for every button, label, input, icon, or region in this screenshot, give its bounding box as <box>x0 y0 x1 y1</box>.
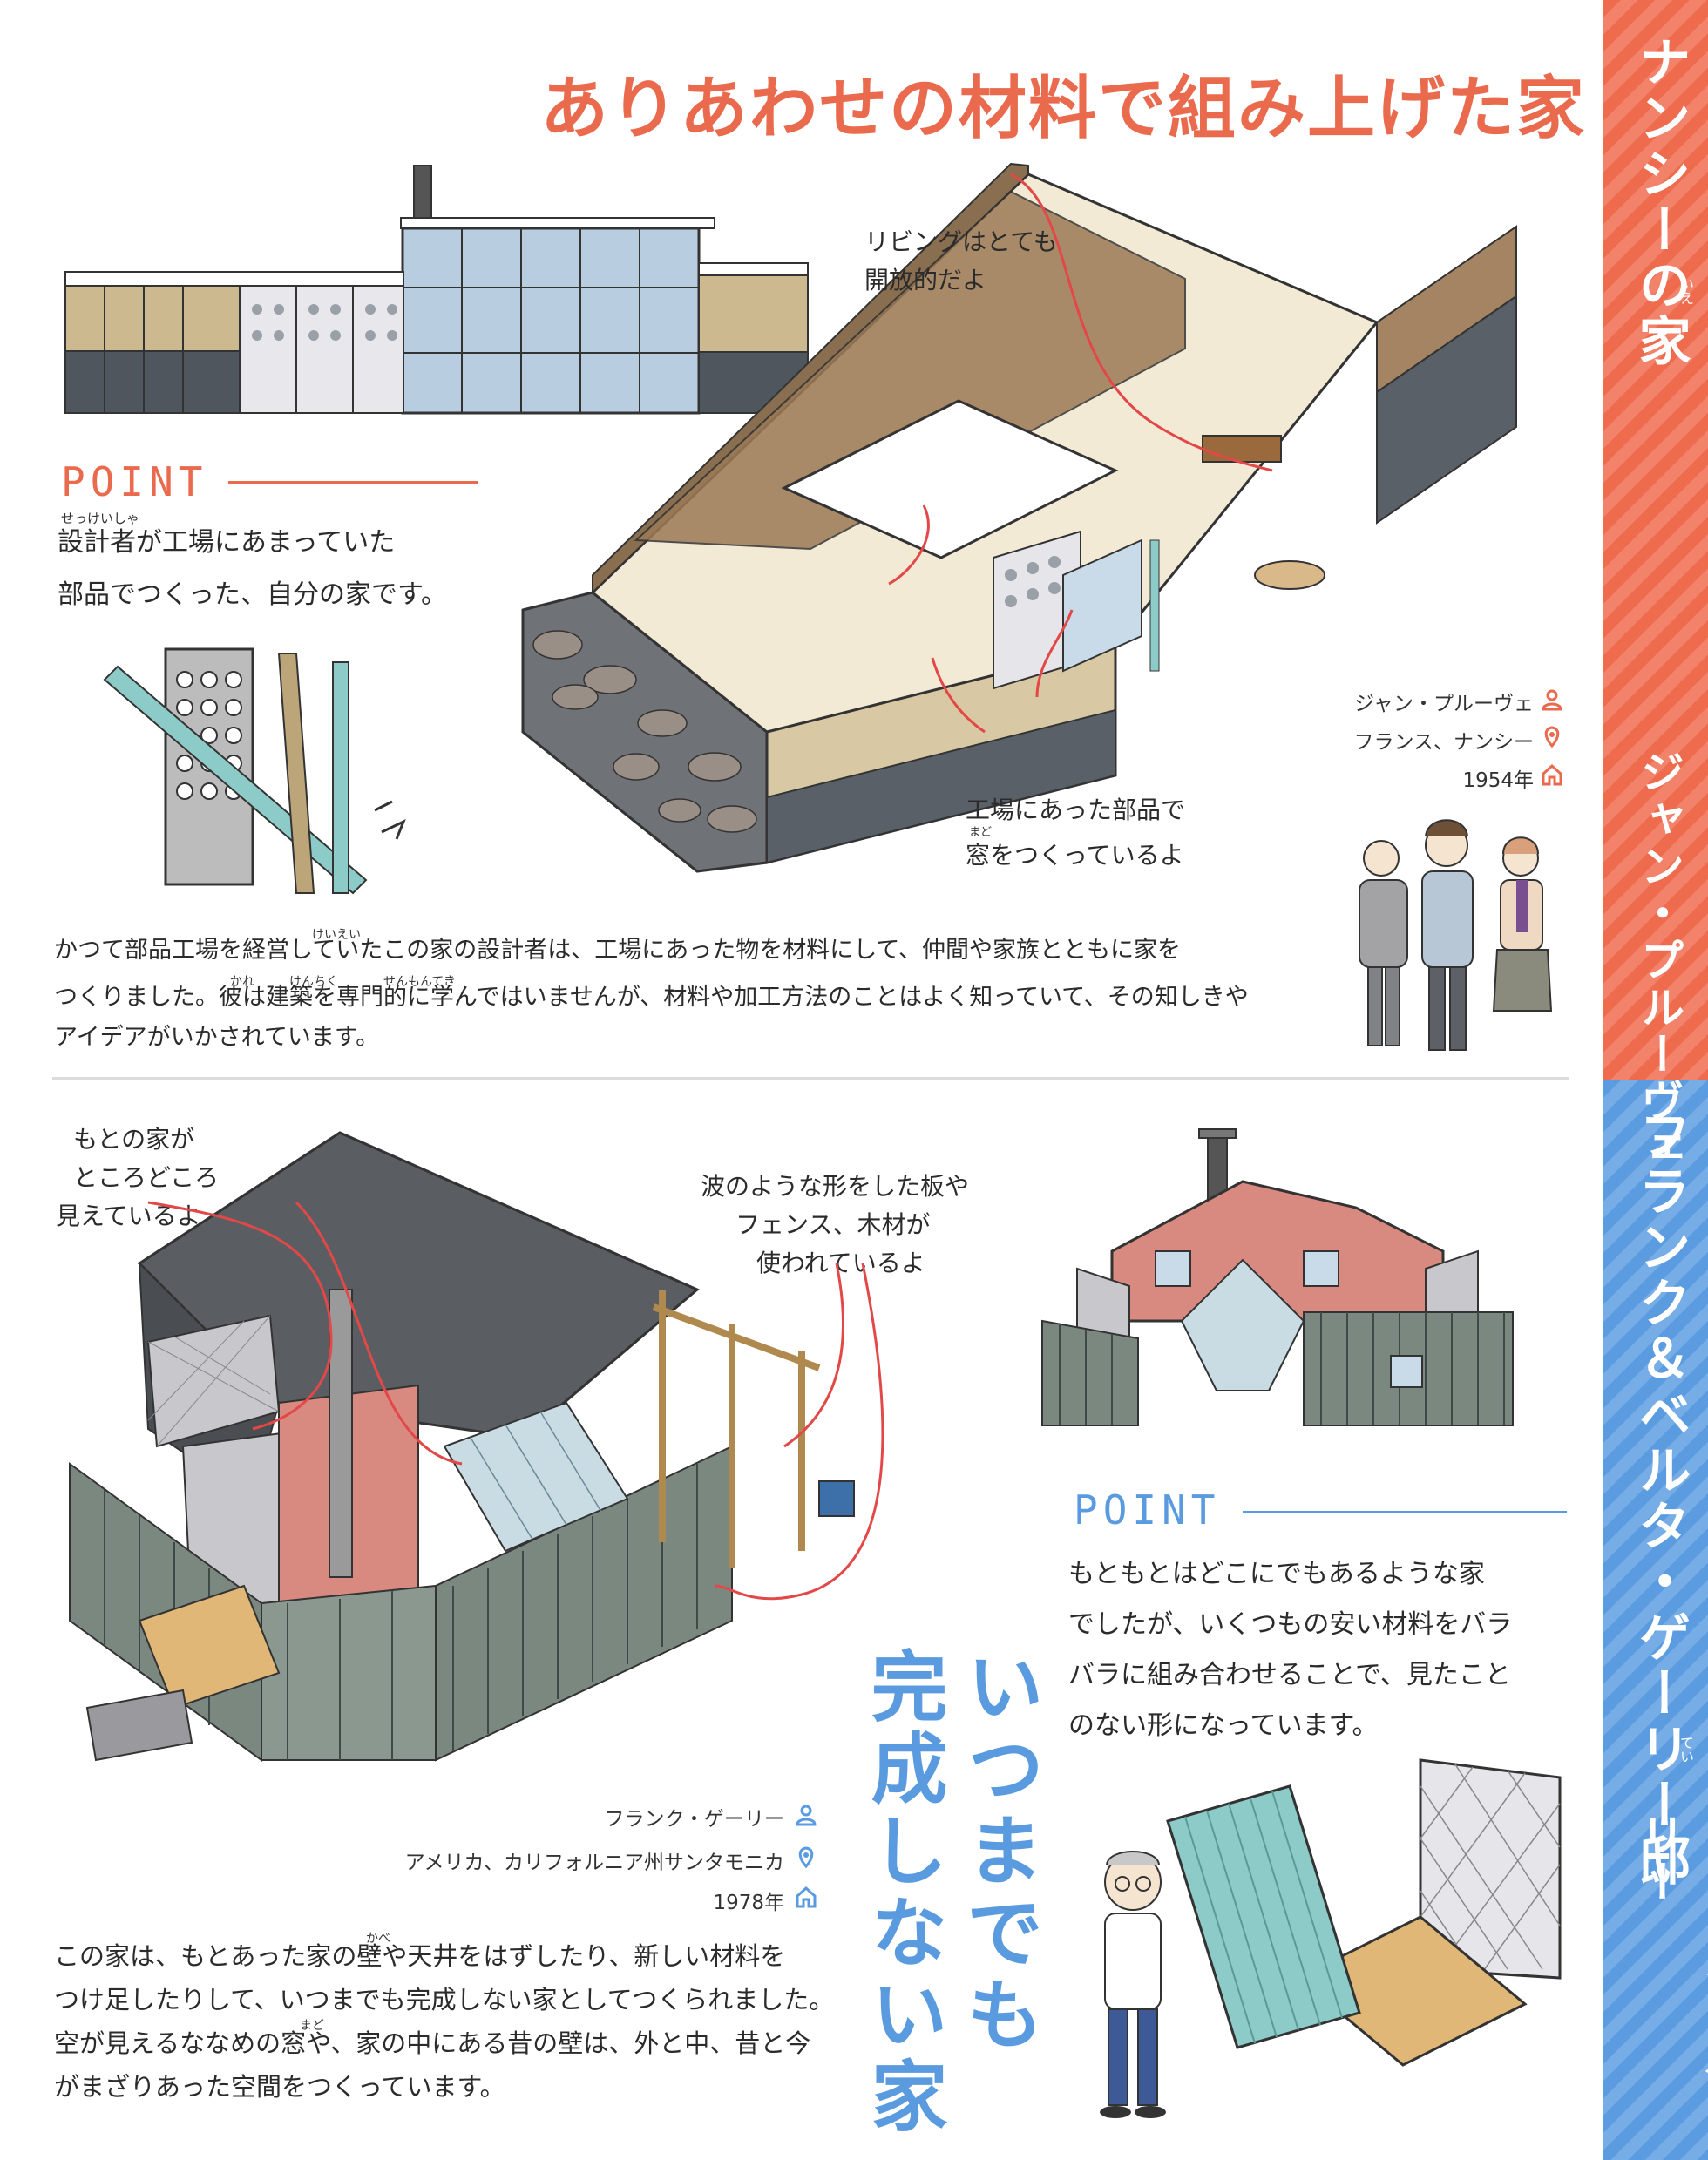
architect-prouve: ジャン・プルーヴェ <box>1354 693 1534 715</box>
section-divider <box>52 1077 1569 1080</box>
location-nancy: フランス、ナンシー <box>1353 731 1534 754</box>
point-text-2c: バラに組み合わせることで、見たこと <box>1068 1660 1511 1690</box>
house-icon <box>796 1886 817 1908</box>
gehry-materials-sketch <box>1166 1758 1562 2067</box>
location-pin-icon <box>1544 726 1560 748</box>
nancy-description-1: かつて部品工場を経営していたこの家の設計者は、工場にあった物を材料にして、仲間や… <box>54 937 1182 964</box>
callout-window-2: 窓をつくっているよ <box>966 841 1184 870</box>
point-text-2a: もともとはどこにでもあるような家 <box>1068 1559 1485 1589</box>
side-title-nancy: ナンシーの家 <box>1630 35 1691 369</box>
location-pin-icon <box>798 1846 814 1869</box>
nancy-description-3: アイデアがいかされています。 <box>54 1024 380 1051</box>
side-band-gehry <box>1603 1080 1708 2160</box>
catchphrase-col2: 完成しない家 <box>858 1647 948 2138</box>
point-text-2d: のない形になっています。 <box>1068 1710 1379 1741</box>
point-label-2: POINT <box>1074 1486 1221 1534</box>
side-ruby-gehry: てい <box>1678 1736 1694 1764</box>
point-text-1a: 設計者が工場にあまっていた <box>58 527 396 558</box>
architect-gehry: フランク・ゲーリー <box>604 1808 784 1831</box>
callout-window-1: 工場にあった部品で <box>966 796 1186 824</box>
desc2-ruby-mado: まど <box>300 2019 324 2033</box>
point-ruby-1: せっけいしゃ <box>61 511 140 526</box>
callout-wave-1: 波のような形をした板や <box>701 1172 970 1201</box>
page-title: ありあわせの材料で組み上げた家 <box>539 70 1586 148</box>
callout-living-2: 開放的だよ <box>864 266 987 295</box>
side-name-gehry: フランク・ゲーリー <box>1634 1812 1708 2142</box>
desc1-ruby-kare: かれ <box>230 975 254 989</box>
callout-original-2: ところどころ <box>73 1163 220 1192</box>
point-text-2b: でしたが、いくつもの安い材料をバラ <box>1068 1609 1513 1640</box>
callout-living-1: リビングはとても <box>864 227 1058 256</box>
side-ruby-nancy: いえ <box>1678 277 1694 305</box>
gehry-portrait-illustration <box>1100 1851 1166 2118</box>
side-name-prouve: ジャン・プルーヴェ <box>1634 749 1684 1173</box>
person-icon <box>1542 689 1562 711</box>
side-title-gehry: フランク＆ベルタ・ゲーリー邸 <box>1630 1108 1691 1889</box>
gehry-house-cutaway <box>69 1131 884 1762</box>
gehry-description-3: 空が見えるななめの窓や、家の中にある昔の壁は、外と中、昔と今 <box>54 2028 811 2058</box>
callout-wave-3: 使われているよ <box>756 1249 925 1277</box>
desc2-ruby-kabe: かべ <box>366 1932 390 1946</box>
gehry-description-2: つけ足したりして、いつまでも完成しない家としてつくられました。 <box>54 1985 835 2014</box>
nancy-house-elevation <box>64 165 809 415</box>
point-label-1: POINT <box>61 458 208 505</box>
desc1-ruby-keiei: けいえい <box>312 928 361 942</box>
point-rule-2 <box>1243 1511 1567 1513</box>
callout-window-ruby: まど <box>969 826 993 839</box>
year-1954: 1954年 <box>1462 769 1534 792</box>
year-1978: 1978年 <box>713 1892 784 1914</box>
desc1-ruby-kenchiku: けんちく <box>289 975 338 989</box>
catchphrase-col1: いつまでも <box>954 1647 1044 2056</box>
prouve-family-illustration <box>1359 819 1553 1051</box>
gehry-description-4: がまざりあった空間をつくっています。 <box>54 2072 505 2102</box>
side-band-nancy <box>1603 0 1708 1080</box>
nancy-house-cutaway <box>521 162 1517 873</box>
nancy-description-2: つくりました。彼は建築を専門的に学んではいませんが、材料や加工方法のことはよく知… <box>54 984 1249 1011</box>
gehry-description-1: この家は、もとあった家の壁や天井をはずしたり、新しい材料を <box>54 1941 786 1971</box>
point-rule-1 <box>228 481 478 484</box>
location-santa-monica: アメリカ、カリフォルニア州サンタモニカ <box>404 1852 784 1874</box>
callout-original-1: もとの家が <box>73 1125 195 1154</box>
person-icon <box>796 1805 817 1826</box>
house-icon <box>1542 763 1562 786</box>
factory-parts-sketch <box>103 647 406 895</box>
point-text-1b: 部品でつくった、自分の家です。 <box>58 579 447 610</box>
gehry-house-elevation <box>1041 1128 1514 1426</box>
callout-wave-2: フェンス、木材が <box>735 1210 931 1239</box>
desc1-ruby-senmonteki: せんもんてき <box>383 975 456 989</box>
